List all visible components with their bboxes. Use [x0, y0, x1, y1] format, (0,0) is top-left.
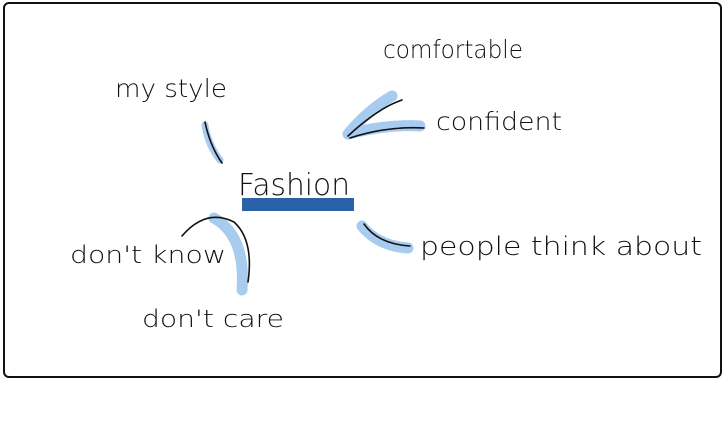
branch-label-people-think-about: people think about — [420, 232, 702, 262]
branch-label-confident: confident — [436, 107, 562, 136]
branch-label-my-style: my style — [115, 74, 227, 103]
center-accent-bar — [242, 198, 354, 211]
connector-people — [363, 223, 411, 247]
highlight-confident — [342, 90, 426, 140]
connector-my-style — [204, 121, 223, 164]
highlight-dont-know — [208, 212, 248, 296]
branch-label-dont-know: don't know — [70, 241, 226, 269]
diagram-frame — [3, 2, 722, 378]
connector-confident — [347, 99, 425, 139]
branch-label-dont-care: don't care — [142, 305, 284, 333]
center-label: Fashion — [238, 168, 350, 203]
branch-label-comfortable: comfortable — [383, 35, 523, 64]
connector-strokes — [181, 99, 425, 283]
connector-dont-know — [181, 216, 251, 283]
highlight-people — [356, 220, 414, 254]
